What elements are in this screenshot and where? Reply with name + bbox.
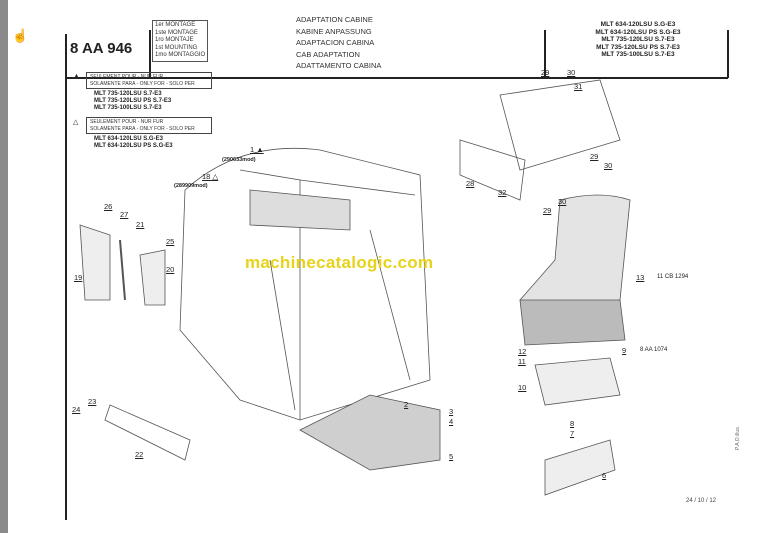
- viewer-scrollbar[interactable]: [0, 0, 8, 533]
- callout-number: 8: [570, 419, 575, 428]
- callout-number: 7: [570, 429, 575, 438]
- model: MLT 735-120LSU PS S.7-E3: [596, 43, 680, 51]
- ref-part-13: 11 CB 1294: [657, 274, 689, 280]
- title-it: ADATTAMENTO CABINA: [296, 61, 382, 70]
- note-model: MLT 735-120LSU S.7-E3: [94, 91, 162, 97]
- callout-number: 28: [466, 179, 475, 188]
- callout-number: 18 △: [202, 172, 219, 181]
- mounting-es: 1ro MONTAJE: [155, 37, 194, 43]
- note-model: MLT 634-120LSU PS S.G-E3: [94, 143, 173, 149]
- callout-number: 6: [602, 471, 607, 480]
- ref-part-18: (289909mod): [174, 183, 208, 189]
- outline-triangle-icon: △: [73, 119, 79, 126]
- model: MLT 735-100LSU S.7-E3: [601, 51, 675, 58]
- callout-number: 29: [543, 206, 552, 215]
- note-model: MLT 735-100LSU S.7-E3: [94, 105, 162, 111]
- callout-number: 5: [449, 452, 454, 461]
- callout-number: 11: [518, 357, 526, 366]
- mounting-fr: 1er MONTAGE: [155, 22, 196, 28]
- callout-number: 1 ▲: [250, 145, 264, 154]
- note-text: SOLAMENTE PARA - ONLY FOR - SOLO PER: [90, 125, 195, 132]
- callout-number: 22: [135, 450, 144, 459]
- page-date: 24 / 10 / 12: [686, 498, 717, 504]
- note-text: SEULEMENT POUR - NUR FUR: [90, 119, 164, 125]
- callout-number: 12: [518, 347, 527, 356]
- callout-number: 20: [166, 265, 175, 274]
- callout-number: 24: [72, 405, 81, 414]
- callout-number: 30: [604, 161, 613, 170]
- callout-number: 3: [449, 407, 454, 416]
- title-es: ADAPTACION CABINA: [296, 38, 375, 47]
- callout-number: 31: [574, 82, 583, 91]
- callout-number: 32: [498, 188, 507, 197]
- note-text: SOLAMENTE PARA - ONLY FOR - SOLO PER: [90, 80, 195, 87]
- callout-number: 30: [558, 197, 567, 206]
- watermark: machinecatalogic.com: [245, 253, 434, 272]
- mounting-it: 1mo MONTAGGIO: [155, 52, 206, 58]
- illustration-credit: P.A.O.illus.: [735, 425, 741, 450]
- callout-number: 29: [590, 152, 599, 161]
- note-model: MLT 634-120LSU S.G-E3: [94, 136, 163, 142]
- mounting-en: 1st MOUNTING: [155, 44, 198, 51]
- title-de: KABINE ANPASSUNG: [296, 26, 372, 36]
- callout-number: 26: [104, 202, 113, 211]
- callout-number: 9: [622, 346, 627, 355]
- callout-number: 10: [518, 383, 527, 392]
- callout-number: 30: [567, 68, 576, 77]
- callout-number: 29: [541, 68, 550, 77]
- callout-number: 4: [449, 417, 454, 426]
- model-list: MLT 634-120LSU S.G-E3 MLT 634-120LSU PS …: [548, 21, 728, 59]
- first-mounting-box: 1er MONTAGE 1ste MONTAGE 1ro MONTAJE 1st…: [152, 20, 209, 62]
- page-titles: ADAPTATION CABINE KABINE ANPASSUNG ADAPT…: [296, 14, 381, 72]
- callout-number: 13: [636, 273, 645, 282]
- part-reference: 8 AA 946: [70, 40, 133, 57]
- callout-number: 19: [74, 273, 83, 282]
- hand-tool-icon[interactable]: ☝: [12, 28, 29, 43]
- model: MLT 634-120LSU S.G-E3: [600, 21, 676, 28]
- callout-number: 25: [166, 237, 175, 246]
- callout-number: 2: [404, 400, 409, 409]
- ref-part-9: 8 AA 1074: [640, 347, 668, 353]
- mounting-nl: 1ste MONTAGE: [155, 29, 198, 36]
- note-model: MLT 735-120LSU PS S.7-E3: [94, 98, 172, 104]
- model: MLT 634-120LSU PS S.G-E3: [595, 28, 681, 36]
- callout-number: 27: [120, 210, 129, 219]
- filled-triangle-icon: ▲: [73, 73, 80, 80]
- ref-part-1: (290633mod): [222, 157, 256, 163]
- title-en: CAB ADAPTATION: [296, 49, 360, 59]
- callout-number: 21: [136, 220, 145, 229]
- note-text: SEULEMENT POUR - NUR FUR: [90, 74, 164, 80]
- model: MLT 735-120LSU S.7-E3: [601, 36, 675, 43]
- title-fr: ADAPTATION CABINE: [296, 15, 373, 24]
- callout-number: 23: [88, 397, 97, 406]
